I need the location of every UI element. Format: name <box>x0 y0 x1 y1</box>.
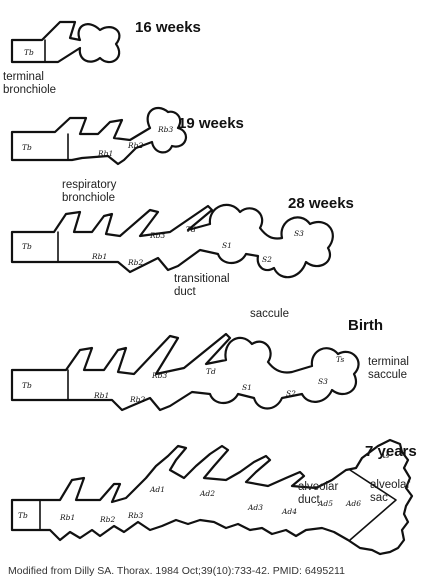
label-saccule-birth: saccule <box>368 369 407 381</box>
stage-title-7-years: 7 years <box>365 443 417 460</box>
code-rb2-birth: Rb2 <box>129 395 145 404</box>
label-respiratory-19w: respiratory <box>62 179 117 191</box>
code-tb-7y: Tb <box>18 511 28 520</box>
label-alveolar-sac-line2: sac <box>370 492 388 504</box>
airway-outline-28w <box>12 205 333 277</box>
label-terminal-16w: terminal <box>3 71 44 83</box>
label-alveolar-sac-line1: alveolar <box>370 479 410 491</box>
label-alveolar-duct-line1: alveolar <box>298 481 338 493</box>
code-s1-birth: S1 <box>242 383 252 392</box>
code-rb1-28w: Rb1 <box>91 252 107 261</box>
code-rb3-19w: Rb3 <box>157 125 173 134</box>
stage-title-16-weeks: 16 weeks <box>135 19 201 36</box>
airway-outline-birth <box>12 334 359 410</box>
code-tb-28w: Tb <box>22 242 32 251</box>
stage-19-weeks: 19 weeks Tb Rb1 Rb2 Rb3 respiratory bron… <box>12 108 244 204</box>
code-rb2-19w: Rb2 <box>127 141 143 150</box>
code-ad3-7y: Ad3 <box>247 503 263 512</box>
stage-title-19-weeks: 19 weeks <box>178 115 244 132</box>
label-duct-28w: duct <box>174 286 197 298</box>
label-alveolar-duct-line2: duct <box>298 494 321 506</box>
code-rb3-7y: Rb3 <box>127 511 143 520</box>
code-as-7y: As <box>379 451 389 460</box>
code-td-28w: Td <box>186 225 196 234</box>
code-s2-28w: S2 <box>262 255 272 264</box>
code-ad4-7y: Ad4 <box>281 507 297 516</box>
stage-28-weeks: 28 weeks Tb Rb1 Rb2 Rb3 Td S1 S2 S3 tran… <box>12 195 354 320</box>
code-s2-birth: S2 <box>286 389 296 398</box>
code-rb3-birth: Rb3 <box>151 371 167 380</box>
stage-title-28-weeks: 28 weeks <box>288 195 354 212</box>
code-td-birth: Td <box>206 367 216 376</box>
stage-title-birth: Birth <box>348 317 383 334</box>
code-s1-28w: S1 <box>222 241 232 250</box>
label-bronchiole-19w: bronchiole <box>62 192 115 204</box>
label-terminal-birth: terminal <box>368 356 409 368</box>
code-ad6-7y: Ad6 <box>345 499 361 508</box>
code-ad2-7y: Ad2 <box>199 489 215 498</box>
label-saccule-28w: saccule <box>250 308 289 320</box>
label-transitional-28w: transitional <box>174 273 230 285</box>
code-rb2-28w: Rb2 <box>127 258 143 267</box>
stage-16-weeks: 16 weeks Tb terminal bronchiole <box>3 19 201 96</box>
code-s3-birth: S3 <box>318 377 328 386</box>
source-caption: Modified from Dilly SA. Thorax. 1984 Oct… <box>8 565 345 577</box>
code-rb1-7y: Rb1 <box>59 513 75 522</box>
stage-birth: Birth Tb Rb1 Rb2 Rb3 Td S1 S2 S3 Ts term… <box>12 317 409 410</box>
code-tb-16w: Tb <box>24 48 34 57</box>
code-rb1-birth: Rb1 <box>93 391 109 400</box>
code-tb-birth: Tb <box>22 381 32 390</box>
code-ts-birth: Ts <box>336 355 344 364</box>
code-tb-19w: Tb <box>22 143 32 152</box>
code-ad1-7y: Ad1 <box>149 485 165 494</box>
label-bronchiole-16w: bronchiole <box>3 84 56 96</box>
code-rb2-7y: Rb2 <box>99 515 115 524</box>
stage-7-years: 7 years Tb Rb1 Rb2 Rb3 Ad1 Ad2 Ad3 Ad4 A… <box>12 440 417 554</box>
code-rb3-28w: Rb3 <box>149 231 165 240</box>
code-s3-28w: S3 <box>294 229 304 238</box>
code-rb1-19w: Rb1 <box>97 149 113 158</box>
